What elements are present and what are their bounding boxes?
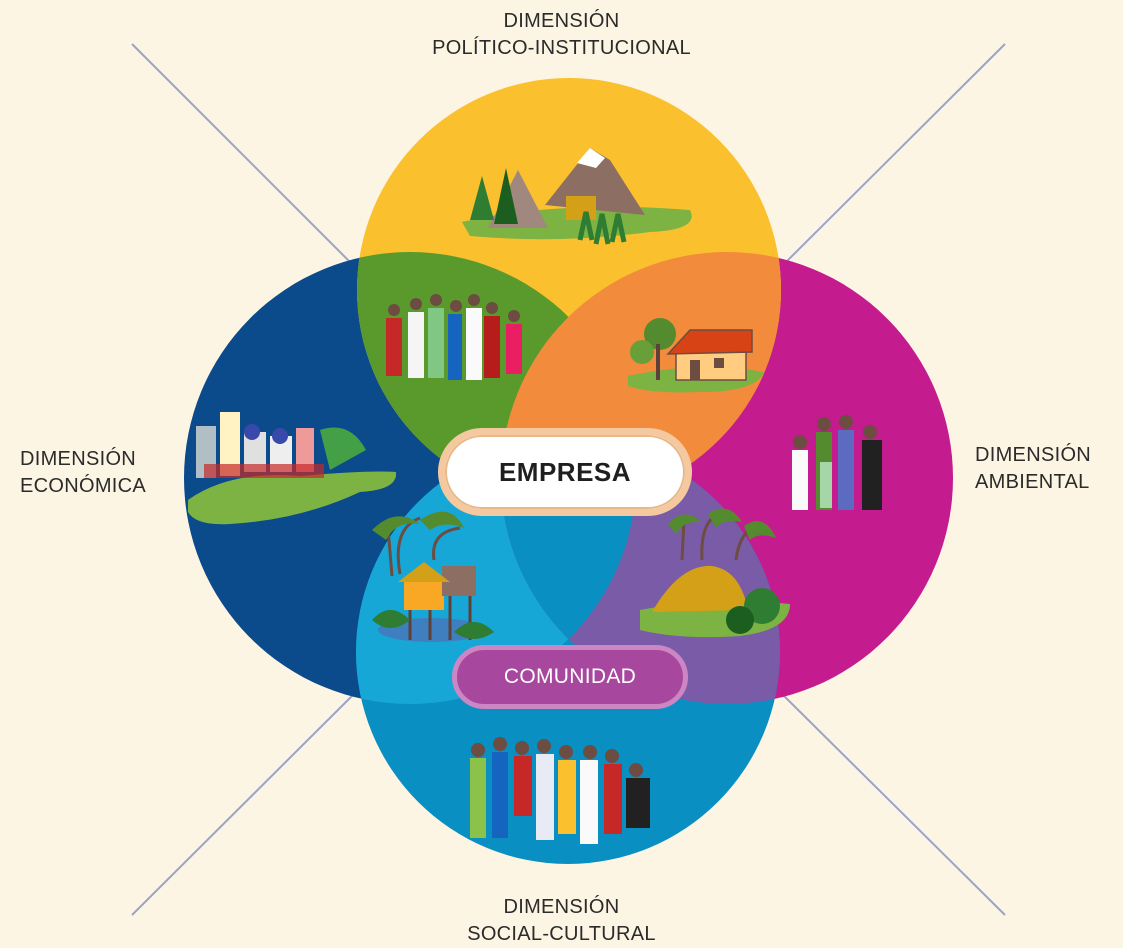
- crowd-illustration: [470, 737, 650, 844]
- diagonal-line-sw: [131, 687, 361, 916]
- mountain-landscape-illustration: [462, 148, 692, 245]
- stilt-house-illustration: [372, 511, 494, 642]
- label-top-line1: DIMENSIÓN: [503, 10, 620, 32]
- empresa-badge: EMPRESA: [438, 428, 692, 516]
- label-right-line2: AMBIENTAL: [975, 471, 1090, 493]
- diagonal-line-ne: [777, 43, 1006, 271]
- label-right-line1: DIMENSIÓN: [975, 444, 1092, 466]
- label-dimension-economica: DIMENSIÓN ECONÓMICA: [20, 446, 170, 500]
- diagonal-line-se: [777, 689, 1006, 916]
- label-dimension-politico-institucional: DIMENSIÓN POLÍTICO-INSTITUCIONAL: [0, 8, 1123, 62]
- label-dimension-social-cultural: DIMENSIÓN SOCIAL-CULTURAL: [0, 894, 1123, 948]
- label-left-line1: DIMENSIÓN: [20, 448, 137, 470]
- comunidad-badge: COMUNIDAD: [452, 645, 688, 709]
- label-dimension-ambiental: DIMENSIÓN AMBIENTAL: [975, 442, 1123, 496]
- label-top-line2: POLÍTICO-INSTITUCIONAL: [432, 37, 691, 59]
- hut-illustration: [640, 508, 790, 638]
- people-group-illustration: [384, 294, 524, 380]
- label-bottom-line1: DIMENSIÓN: [503, 896, 620, 918]
- house-illustration: [628, 318, 764, 393]
- family-illustration: [792, 415, 882, 510]
- label-bottom-line2: SOCIAL-CULTURAL: [467, 923, 656, 945]
- label-left-line2: ECONÓMICA: [20, 475, 147, 497]
- city-illustration: [188, 412, 397, 525]
- diagonal-line-nw: [131, 43, 361, 273]
